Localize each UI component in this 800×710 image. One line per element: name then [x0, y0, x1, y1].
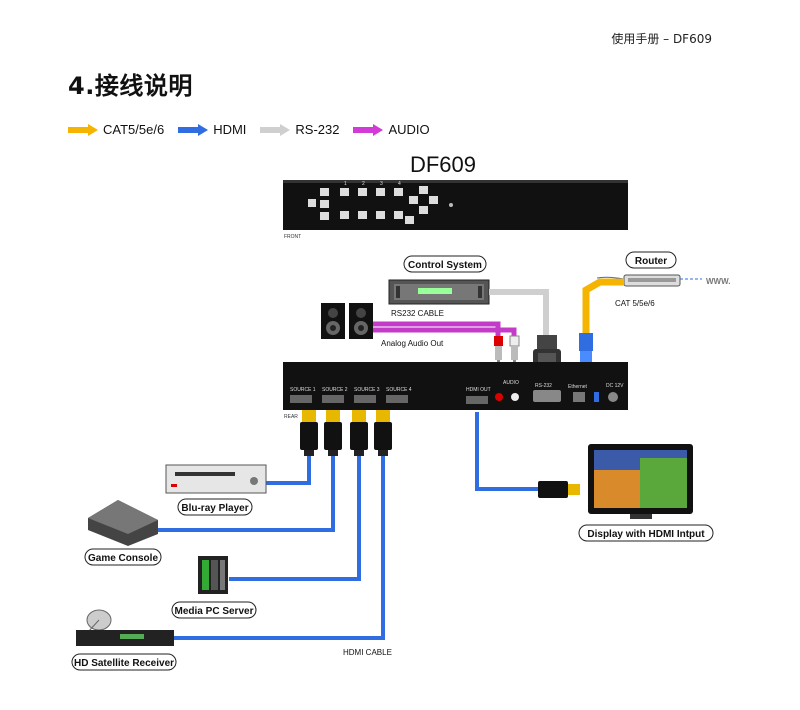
media-pc-icon	[198, 556, 228, 594]
rear-label: REAR	[284, 414, 298, 420]
hdmi-port-source-4	[386, 395, 408, 403]
satellite-receiver-icon	[76, 609, 174, 646]
right-speaker-icon	[349, 303, 373, 339]
game-console-callout: Game Console	[84, 548, 162, 566]
router-device	[623, 274, 681, 287]
bluray-player-icon	[165, 464, 267, 494]
source-2-label: SOURCE 2	[322, 387, 348, 393]
legend-label-rs232: RS-232	[295, 122, 340, 137]
control-system-device	[388, 279, 490, 305]
audio-port-white	[511, 393, 519, 401]
hdmi-port-source-3	[354, 395, 376, 403]
rs232-port-label: RS-232	[535, 383, 552, 389]
cat-cable	[582, 278, 624, 335]
media-pc-callout: Media PC Server	[171, 601, 257, 619]
audio-cable-white	[373, 327, 517, 336]
source-1-label: SOURCE 1	[290, 387, 316, 393]
hdmi-cable-satellite	[174, 456, 385, 640]
front-label: FRONT	[284, 234, 301, 240]
dc-power-jack	[608, 392, 618, 402]
front-button-number-2: 2	[362, 181, 365, 187]
hdmi-cable-display	[475, 412, 540, 491]
display-monitor-icon	[588, 444, 693, 519]
rj45-plug-icon	[579, 333, 593, 369]
satellite-callout: HD Satellite Receiver	[71, 653, 177, 671]
analog-audio-out-label: Analog Audio Out	[381, 339, 444, 348]
rs232-cable	[489, 289, 549, 335]
legend-item-hdmi: HDMI	[178, 122, 246, 137]
www-label: WWW.	[706, 277, 730, 286]
section-title: 4.接线说明	[68, 72, 193, 100]
model-title: DF609	[410, 152, 476, 177]
legend-item-cat: CAT5/5e/6	[68, 122, 164, 137]
hdmi-port-source-1	[290, 395, 312, 403]
control-system-label: Control System	[408, 260, 482, 271]
game-console-icon	[88, 500, 158, 546]
rs232-arrow-icon	[260, 123, 291, 136]
dc-port-label: DC 12V	[606, 383, 624, 389]
rs232-port	[533, 390, 561, 402]
audio-port-red	[495, 393, 503, 401]
router-label: Router	[635, 256, 667, 267]
satellite-label: HD Satellite Receiver	[74, 658, 174, 669]
device-front-panel: FRONT 1 2 3 4	[283, 180, 628, 240]
legend-label-cat: CAT5/5e/6	[103, 122, 165, 137]
hdmi-cable-label: HDMI CABLE	[343, 648, 392, 657]
hdmi-plugs-rear	[300, 410, 392, 456]
hdmi-cable-media-pc	[229, 456, 361, 581]
legend-label-audio: AUDIO	[388, 122, 430, 137]
ethernet-port	[573, 392, 585, 402]
legend-item-audio: AUDIO	[353, 122, 430, 137]
display-label: Display with HDMI Intput	[587, 529, 705, 540]
hdmi-out-port	[466, 396, 488, 404]
media-pc-label: Media PC Server	[175, 606, 254, 617]
rca-plug-red-icon	[494, 336, 503, 366]
manual-header: 使用手册 – DF609	[611, 32, 712, 46]
rca-plug-white-icon	[509, 335, 520, 366]
rs232-cable-label: RS232 CABLE	[391, 309, 444, 318]
source-4-label: SOURCE 4	[386, 387, 412, 393]
ethernet-port-label: Ethernet	[568, 384, 588, 390]
source-3-label: SOURCE 3	[354, 387, 380, 393]
legend-item-rs232: RS-232	[260, 122, 339, 137]
bluray-label: Blu-ray Player	[181, 503, 248, 514]
hdmi-plug-display-icon	[538, 481, 580, 498]
game-console-label: Game Console	[88, 553, 158, 564]
hdmi-out-label: HDMI OUT	[466, 387, 491, 393]
audio-arrow-icon	[353, 123, 384, 136]
mode-switch	[594, 392, 599, 402]
audio-port-label: AUDIO	[503, 380, 519, 386]
hdmi-cable-game-console	[156, 456, 335, 532]
front-button-number-3: 3	[380, 181, 383, 187]
control-system-callout: Control System	[403, 255, 487, 273]
legend-label-hdmi: HDMI	[213, 122, 247, 137]
device-rear-panel: REAR SOURCE 1 SOURCE 2 SOURCE 3 SOURCE 4…	[283, 362, 628, 420]
bluray-callout: Blu-ray Player	[177, 498, 253, 516]
cable-legend: CAT5/5e/6 HDMI RS-232 AUDIO	[68, 122, 438, 137]
hdmi-arrow-icon	[178, 123, 209, 136]
front-buttons	[308, 186, 453, 224]
cat-cable-label: CAT 5/5e/6	[615, 299, 655, 308]
router-callout: Router	[625, 251, 677, 269]
front-button-number-1: 1	[344, 181, 347, 187]
cat-arrow-icon	[68, 123, 98, 136]
hdmi-cable-bluray	[266, 456, 311, 485]
front-button-number-4: 4	[398, 181, 401, 187]
left-speaker-icon	[321, 303, 345, 339]
display-callout: Display with HDMI Intput	[578, 524, 714, 542]
hdmi-port-source-2	[322, 395, 344, 403]
